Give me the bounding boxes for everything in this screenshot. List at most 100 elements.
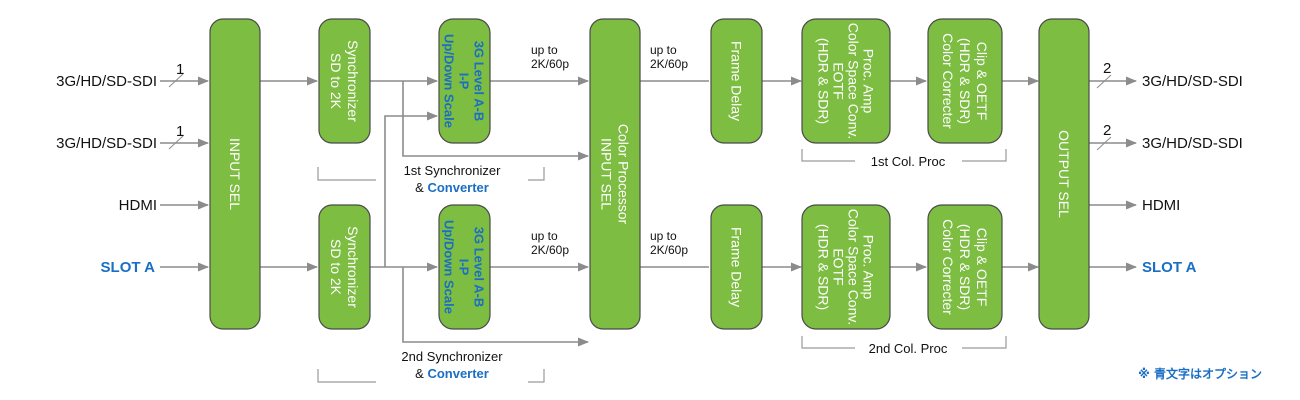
block-label-line: 3G Level A-B	[472, 227, 487, 307]
input-bus-count-2: 1	[176, 123, 184, 140]
block-label: INPUT SEL	[227, 138, 243, 210]
block-label-line: Color Processor	[616, 124, 632, 225]
block-shape	[801, 204, 891, 330]
input-label-hdmi: HDMI	[119, 197, 157, 214]
block-shape	[801, 18, 891, 144]
option-converter-label: Converter	[427, 180, 488, 195]
block-label-line: Color Correcter	[940, 219, 956, 315]
rate-label-colorsel1: up to 2K/60p	[650, 43, 688, 71]
block-label-line: Synchronizer	[345, 40, 361, 122]
block-label-line: (HDR & SDR)	[816, 224, 832, 310]
block-label-line: (HDR & SDR)	[816, 38, 832, 124]
block-label-line: (HDR & SDR)	[957, 38, 973, 124]
block-shape	[438, 204, 491, 330]
block-label-line: Color Space Conv.	[846, 209, 862, 325]
output-label-hdmi: HDMI	[1142, 197, 1180, 214]
clip-oetf-2-block: Clip & OETF(HDR & SDR)Color Correcter	[927, 204, 1003, 330]
bracket-col-proc-1-left	[801, 149, 855, 162]
block-label: Color ProcessorINPUT SEL	[599, 124, 632, 225]
block-label: OUTPUT SEL	[1056, 130, 1072, 218]
block-label-line: INPUT SEL	[599, 138, 615, 210]
bracket-sync-conv-1-right	[528, 167, 545, 181]
block-shape	[318, 18, 371, 144]
group-label-sync-conv-2: 2nd Synchronizer	[401, 349, 503, 364]
block-label-line: Proc. Amp	[861, 49, 877, 114]
output-sel-block: OUTPUT SEL	[1038, 18, 1090, 330]
bus-slash-4	[1096, 136, 1112, 151]
output-label-slot-a: SLOT A	[1142, 259, 1197, 276]
block-label-line: Clip & OETF	[974, 228, 990, 307]
rate-label-line2: 2K/60p	[650, 243, 688, 257]
synchronizer-2-block: SynchronizerSD to 2K	[318, 204, 371, 330]
converter-1-block: 3G Level A-BI-PUp/Down Scale	[438, 18, 491, 144]
synchronizer-1-block: SynchronizerSD to 2K	[318, 18, 371, 144]
bus-slash-1	[168, 73, 184, 88]
bus-slash-2	[168, 135, 184, 150]
proc-amp-2-block: Proc. AmpColor Space Conv.EOTF(HDR & SDR…	[801, 204, 891, 330]
rate-label-line2: 2K/60p	[531, 243, 569, 257]
ampersand: &	[415, 180, 427, 195]
group-label-sync-conv-1: 1st Synchronizer	[404, 163, 501, 178]
rate-label-conv1: up to 2K/60p	[531, 43, 569, 71]
group-label-col-proc-1: 1st Col. Proc	[871, 154, 946, 169]
group-label-col-proc-2: 2nd Col. Proc	[869, 341, 948, 356]
output-bus-count-1: 2	[1103, 60, 1111, 77]
rate-label-line1: up to	[531, 229, 558, 243]
rate-label-line2: 2K/60p	[531, 57, 569, 71]
option-converter-label: Converter	[427, 366, 488, 381]
block-label: SynchronizerSD to 2K	[328, 40, 361, 122]
input-bus-count-1: 1	[176, 61, 184, 78]
wire-sync2-conv1-cross	[384, 111, 439, 267]
block-label: SynchronizerSD to 2K	[328, 226, 361, 308]
wire-sync1-bypass	[402, 81, 590, 161]
block-label-line: (HDR & SDR)	[957, 224, 973, 310]
input-label-sdi-1: 3G/HD/SD-SDI	[56, 73, 157, 90]
block-label-line: Synchronizer	[345, 226, 361, 308]
block-label: Frame Delay	[729, 41, 745, 121]
input-sel-block: INPUT SEL	[209, 18, 261, 330]
block-shape	[927, 204, 1003, 330]
rate-label-line1: up to	[650, 229, 677, 243]
rate-label-line1: up to	[531, 43, 558, 57]
block-label-line: Frame Delay	[729, 227, 745, 307]
block-label-line: I-P	[457, 259, 472, 276]
block-label: Proc. AmpColor Space Conv.EOTF(HDR & SDR…	[816, 209, 877, 325]
block-label-line: Proc. Amp	[861, 235, 877, 300]
bracket-sync-conv-1-left	[317, 167, 376, 181]
bracket-sync-conv-2-left	[317, 369, 376, 383]
block-label-line: Color Correcter	[940, 33, 956, 129]
output-label-sdi-2: 3G/HD/SD-SDI	[1142, 135, 1243, 152]
bus-slash-3	[1096, 74, 1112, 89]
block-label-line: Up/Down Scale	[442, 34, 457, 128]
block-label-line: EOTF	[831, 248, 847, 285]
block-shape	[589, 18, 641, 330]
rate-label-line2: 2K/60p	[650, 57, 688, 71]
block-shape	[710, 204, 763, 330]
footnote-option-legend: ※ 青文字はオプション	[1138, 366, 1262, 381]
frame-delay-1-block: Frame Delay	[710, 18, 763, 144]
block-label-line: Clip & OETF	[974, 42, 990, 121]
input-label-slot-a: SLOT A	[101, 259, 156, 276]
block-label: Clip & OETF(HDR & SDR)Color Correcter	[940, 33, 990, 129]
ampersand: &	[415, 366, 427, 381]
rate-label-line1: up to	[650, 43, 677, 57]
input-label-sdi-2: 3G/HD/SD-SDI	[56, 135, 157, 152]
output-label-sdi-1: 3G/HD/SD-SDI	[1142, 73, 1243, 90]
block-label-line: INPUT SEL	[227, 138, 243, 210]
output-bus-count-2: 2	[1103, 122, 1111, 139]
color-processor-input-sel-block: Color ProcessorINPUT SEL	[589, 18, 641, 330]
block-shape	[1038, 18, 1090, 330]
block-label-line: OUTPUT SEL	[1056, 130, 1072, 218]
rate-label-conv2: up to 2K/60p	[531, 229, 569, 257]
block-label-line: SD to 2K	[328, 53, 344, 110]
group-label-sync-conv-1-line2: & Converter	[415, 180, 489, 195]
block-shape	[927, 18, 1003, 144]
block-label-line: Up/Down Scale	[442, 220, 457, 314]
block-label-line: EOTF	[831, 62, 847, 99]
block-label: Frame Delay	[729, 227, 745, 307]
group-label-sync-conv-2-line2: & Converter	[415, 366, 489, 381]
block-shape	[710, 18, 763, 144]
block-label: 3G Level A-BI-PUp/Down Scale	[442, 220, 487, 314]
block-label: Proc. AmpColor Space Conv.EOTF(HDR & SDR…	[816, 23, 877, 139]
